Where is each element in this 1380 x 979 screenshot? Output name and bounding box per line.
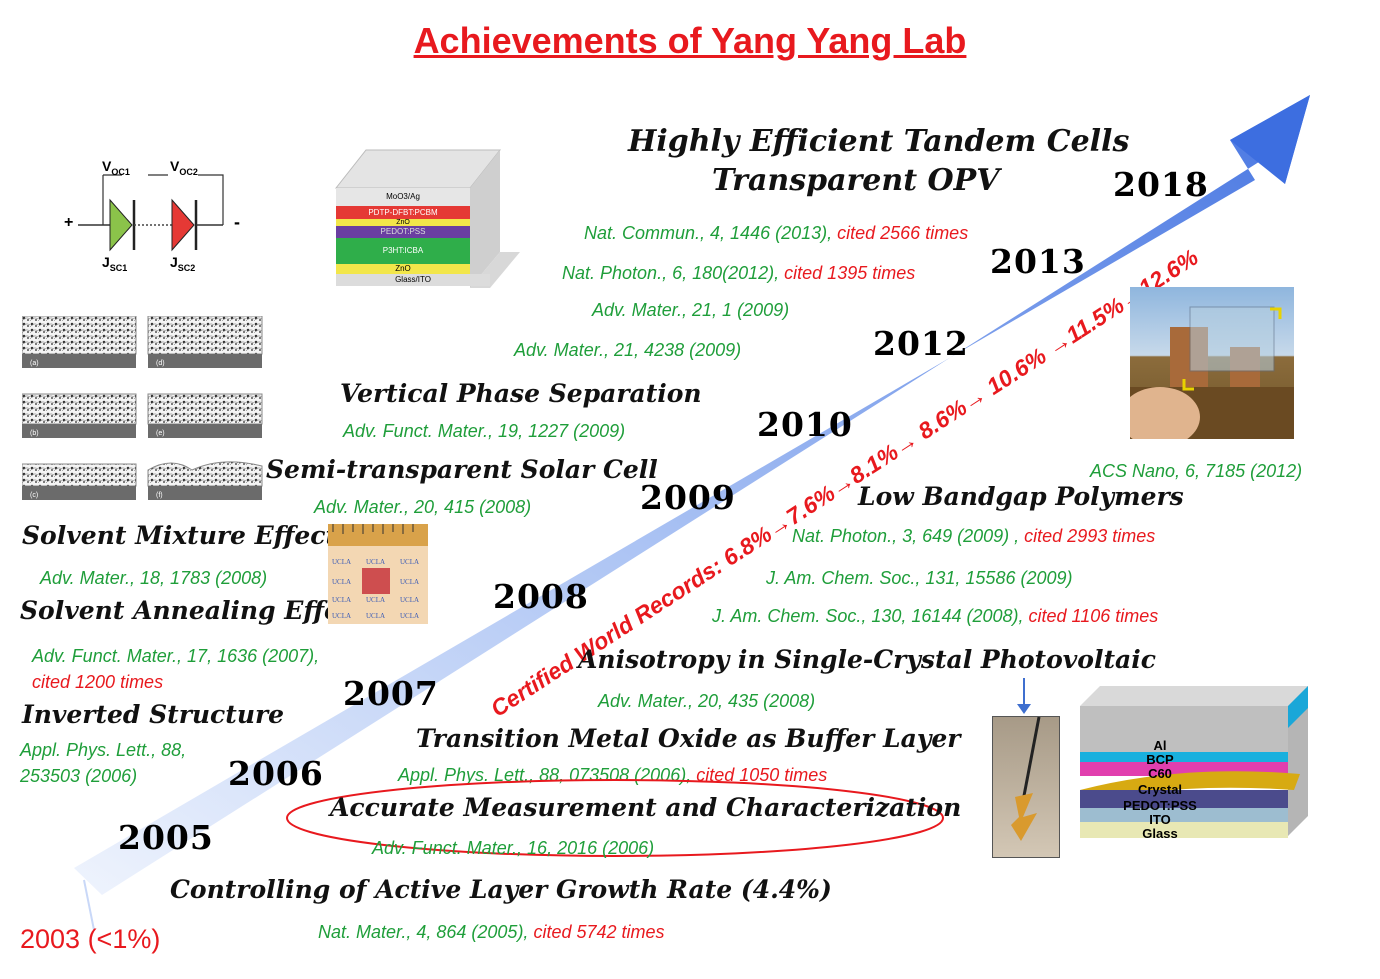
controlling-heading: Controlling of Active Layer Growth Rate … (170, 875, 832, 904)
panel-label: (f) (156, 492, 163, 499)
year-label: 2012 (873, 324, 969, 363)
crystal-graphic (1011, 717, 1041, 841)
sem-images: (a) (d) (b) (e) (c) (f) (22, 316, 263, 500)
citation: Adv. Mater., 21, 4238 (2009) (514, 340, 742, 360)
stack-label: Crystal (1137, 782, 1183, 797)
jsc2-label: JSC2 (170, 254, 196, 273)
tmo-heading: Transition Metal Oxide as Buffer Layer (416, 724, 961, 753)
year-label: 2010 (757, 405, 853, 444)
inverted-structure-heading: Inverted Structure (22, 700, 285, 729)
start-label: 2003 (<1%) (20, 924, 161, 954)
citation: J. Am. Chem. Soc., 130, 16144 (2008), ci… (712, 606, 1159, 626)
building-graphic (1130, 306, 1294, 439)
stack-layer: PEDOT:PSS (336, 226, 470, 238)
stack-layer: ZnO (336, 264, 470, 274)
citation: Adv. Mater., 18, 1783 (2008) (40, 568, 268, 588)
crystal-stack-3d (1080, 686, 1308, 838)
svg-text:UCLA: UCLA (400, 596, 419, 604)
svg-text:UCLA: UCLA (366, 612, 385, 620)
down-arrow-icon (1017, 678, 1031, 714)
semi-transparent-heading: Semi-transparent Solar Cell (266, 455, 658, 484)
voc2-label: VOC2 (170, 158, 198, 177)
citation: J. Am. Chem. Soc., 131, 15586 (2009) (766, 568, 1073, 588)
citation: Adv. Funct. Mater., 17, 1636 (2007), (32, 646, 320, 666)
svg-text:UCLA: UCLA (332, 596, 351, 604)
year-label: 2005 (118, 818, 214, 857)
stack-label: C60 (1148, 766, 1172, 781)
stack-layer: Glass/ITO (336, 274, 490, 286)
year-label: 2018 (1113, 165, 1209, 204)
svg-text:UCLA: UCLA (332, 558, 351, 566)
ruler-graphic: UCLA UCLA UCLA UCLA UCLA UCLA UCLA UCLA UCLA U… (328, 524, 428, 620)
svg-text:UCLA: UCLA (332, 578, 351, 586)
solvent-mixture-heading: Solvent Mixture Effect (22, 521, 338, 550)
citation: ACS Nano, 6, 7185 (2012) (1090, 461, 1303, 481)
panel-label: (c) (30, 492, 38, 499)
stack-label: ITO (1149, 812, 1171, 827)
accurate-measurement-heading: Accurate Measurement and Characterizatio… (330, 793, 962, 822)
plus-sign: + (64, 214, 74, 231)
minus-sign: - (234, 212, 240, 232)
year-label: 2008 (493, 577, 589, 616)
stack-layer: ZnO (336, 219, 470, 226)
year-label: 2006 (228, 754, 324, 793)
circuit-lines (78, 174, 224, 252)
jsc1-label: JSC1 (102, 254, 128, 273)
transparent-opv-photo (1130, 287, 1294, 439)
anisotropy-heading: Anisotropy in Single-Crystal Photovoltai… (578, 645, 1156, 674)
stack-label: BCP (1146, 752, 1174, 767)
morphology-panels: (a) (d) (b) (e) (c) (f) (22, 316, 267, 506)
page-title: Achievements of Yang Yang Lab (413, 20, 967, 61)
citation: Nat. Commun., 4, 1446 (2013), cited 2566… (584, 223, 969, 243)
stack-layer: MoO3/Ag (336, 188, 470, 206)
semi-transparent-photo: UCLA UCLA UCLA UCLA UCLA UCLA UCLA UCLA UCLA U… (328, 524, 428, 624)
citation: Nat. Mater., 4, 864 (2005), cited 5742 t… (318, 922, 665, 942)
highlight-ellipse (286, 779, 944, 857)
single-crystal-photo (992, 716, 1060, 858)
svg-text:UCLA: UCLA (332, 612, 351, 620)
citation: Adv. Mater., 20, 415 (2008) (314, 497, 532, 517)
panel-label: (d) (156, 360, 165, 367)
citation: Adv. Mater., 20, 435 (2008) (598, 691, 816, 711)
svg-text:UCLA: UCLA (400, 558, 419, 566)
citation: 253503 (2006) (20, 766, 138, 786)
voc1-label: VOC1 (102, 158, 130, 177)
panel-label: (e) (156, 430, 165, 437)
year-label: 2007 (343, 674, 439, 713)
citation: Adv. Mater., 21, 1 (2009) (592, 300, 790, 320)
citation: Adv. Funct. Mater., 16, 2016 (2006) (372, 838, 655, 858)
stack-layer: P3HT:ICBA (336, 238, 470, 264)
svg-text:UCLA: UCLA (366, 596, 385, 604)
tandem-circuit-diagram: VOC1 VOC2 JSC1 JSC2 + - (60, 150, 260, 280)
panel-label: (a) (30, 360, 39, 367)
citation: Adv. Funct. Mater., 19, 1227 (2009) (343, 421, 626, 441)
citation: Nat. Photon., 3, 649 (2009) , cited 2993… (792, 526, 1156, 546)
svg-text:UCLA: UCLA (400, 578, 419, 586)
low-bandgap-heading: Low Bandgap Polymers (858, 482, 1184, 511)
cited-count: cited 1200 times (32, 672, 164, 692)
svg-text:UCLA: UCLA (400, 612, 419, 620)
tandem-device-stack: MoO3/Ag PDTP-DFBT:PCBM ZnO PEDOT:PSS P3H… (330, 142, 530, 292)
stack-layer: PDTP-DFBT:PCBM (336, 206, 470, 219)
stack-label: Al (1153, 738, 1167, 753)
stack-label: Glass (1142, 826, 1178, 841)
stack-label: PEDOT:PSS (1123, 798, 1197, 813)
svg-text:UCLA: UCLA (366, 558, 385, 566)
crystal-device-stack: Al BCP C60 Crystal PEDOT:PSS ITO Glass (1080, 686, 1310, 846)
vertical-phase-heading: Vertical Phase Separation (340, 379, 702, 408)
transparent-heading: Transparent OPV (712, 163, 1000, 198)
year-label: 2013 (990, 242, 1086, 281)
tandem-heading: Highly Efficient Tandem Cells (628, 124, 1130, 159)
panel-label: (b) (30, 430, 39, 437)
solvent-annealing-heading: Solvent Annealing Effect (20, 596, 367, 625)
year-label: 2009 (640, 478, 736, 517)
citation: Appl. Phys. Lett., 88, (20, 740, 187, 760)
citation: Nat. Photon., 6, 180(2012), cited 1395 t… (562, 263, 916, 283)
